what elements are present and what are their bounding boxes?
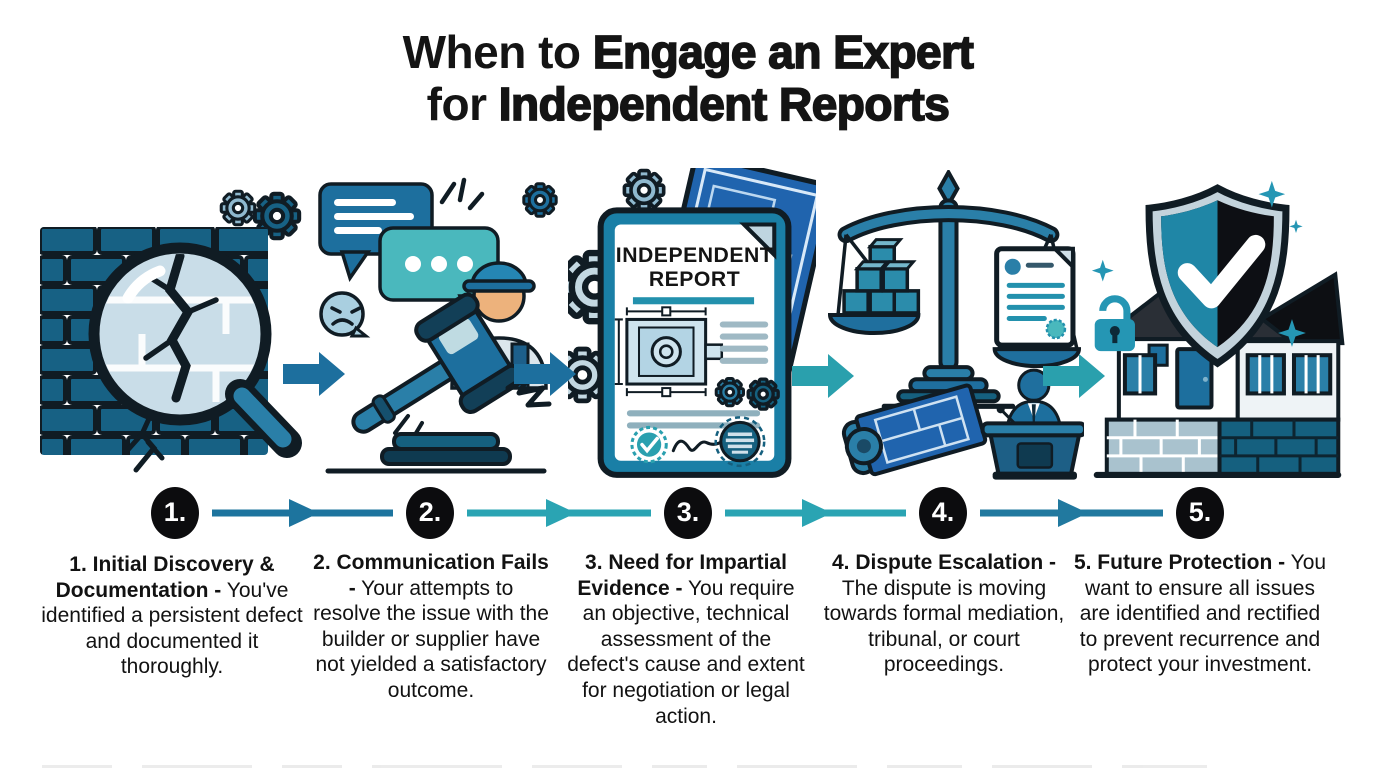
timeline-marker-4: 4.	[919, 487, 967, 539]
timeline-arrow-icon	[725, 499, 906, 527]
arrow-right-icon	[283, 352, 345, 396]
gear-icon	[522, 182, 558, 218]
step5-illustration	[1091, 180, 1345, 478]
step1-text: 1. Initial Discovery & Documentation - Y…	[38, 552, 306, 680]
marker-number: 1.	[163, 496, 187, 527]
marker-number: 5.	[1188, 496, 1212, 527]
step3-text: 3. Need for Impartial Evidence - You req…	[566, 550, 806, 729]
stamp-icon	[714, 416, 766, 468]
arrow-right-icon	[514, 352, 576, 396]
step4-illustration	[828, 170, 1084, 480]
step2-text: 2. Communication Fails - Your attempts t…	[312, 550, 550, 704]
step2-body: Your attempts to resolve the issue with …	[313, 576, 549, 703]
timeline-marker-3: 3.	[664, 487, 712, 539]
title-line1-light: When to	[402, 26, 593, 78]
title-line2-strong: Independent Reports	[498, 78, 951, 132]
padlock-icon	[1094, 295, 1135, 352]
page-title: When to Engage an Expert for Independent…	[0, 25, 1376, 132]
report-title-line2: REPORT	[649, 268, 740, 291]
cropped-bottom-text-remnant	[42, 765, 1334, 768]
gear-icon	[622, 168, 666, 212]
wall-crack-icon	[123, 409, 165, 473]
marker-number: 2.	[418, 496, 442, 527]
check-seal-icon	[630, 425, 668, 464]
timeline-arrow-icon	[212, 499, 393, 527]
timeline-marker-1: 1.	[151, 487, 199, 539]
timeline-marker-2: 2.	[406, 487, 454, 539]
marker-number: 3.	[676, 496, 700, 527]
report-body-lines	[626, 410, 761, 429]
exclaim-strokes-icon	[439, 177, 485, 211]
timeline-arrow-icon	[980, 499, 1163, 527]
arrow-right-icon	[792, 354, 854, 398]
timeline-marker-5: 5.	[1176, 487, 1224, 539]
technical-drawing-icon	[614, 306, 724, 398]
report-title-line1: INDEPENDENT	[616, 244, 773, 267]
arrow-right-icon	[1043, 354, 1105, 398]
step1-heading: 1. Initial Discovery & Documentation -	[55, 553, 275, 602]
gavel-block-icon	[325, 432, 547, 474]
step3-heading: 3. Need for Impartial Evidence -	[577, 551, 787, 600]
marker-number: 4.	[931, 496, 955, 527]
step5-body: You want to ensure all issues are identi…	[1079, 551, 1327, 677]
step2-heading: 2. Communication Fails -	[313, 551, 549, 600]
step3-illustration: INDEPENDENT REPORT	[568, 168, 816, 478]
step1-body: You've identified a persistent defect an…	[41, 578, 303, 679]
report-document-icon: INDEPENDENT REPORT	[597, 207, 792, 478]
crack-in-lens-icon	[165, 254, 194, 403]
magnifying-glass-icon	[88, 242, 302, 458]
blueprint-roll-icon	[841, 383, 988, 477]
brick-base-icon	[1093, 417, 1342, 478]
title-line1-strong: Engage an Expert	[592, 25, 975, 79]
document-on-scale-icon	[994, 246, 1076, 348]
report-text-lines	[719, 321, 769, 364]
title-line2-light: for	[426, 78, 499, 131]
title-line-1: When to Engage an Expert	[0, 25, 1376, 79]
podium-speaker-icon	[980, 368, 1084, 480]
step5-heading: 5. Future Protection -	[1073, 551, 1286, 574]
step3-body: You require an objective, technical asse…	[567, 576, 805, 728]
divider	[632, 297, 755, 305]
door-icon	[1175, 347, 1214, 410]
gear-icon	[252, 191, 302, 241]
sparkle-icon	[1091, 180, 1306, 347]
step4-text: 4. Dispute Escalation - The dispute is m…	[820, 550, 1068, 678]
gear-icon	[714, 376, 745, 408]
step1-illustration	[40, 189, 302, 473]
gear-icon	[219, 189, 257, 227]
angry-face-icon	[319, 291, 371, 338]
gavel-icon	[351, 292, 525, 434]
step4-body: The dispute is moving towards formal med…	[823, 576, 1065, 677]
step2-illustration	[318, 177, 558, 474]
title-line-2: for Independent Reports	[0, 78, 1376, 132]
blocks-on-scale-icon	[842, 238, 921, 315]
gear-icon	[746, 377, 780, 411]
window-icon	[1245, 353, 1286, 396]
step5-text: 5. Future Protection - You want to ensur…	[1072, 550, 1328, 678]
window-icon	[1291, 353, 1333, 396]
step4-heading: 4. Dispute Escalation -	[831, 551, 1057, 574]
timeline-arrow-icon	[467, 499, 651, 527]
shield-check-icon	[1145, 184, 1290, 368]
window-icon	[1122, 353, 1158, 396]
